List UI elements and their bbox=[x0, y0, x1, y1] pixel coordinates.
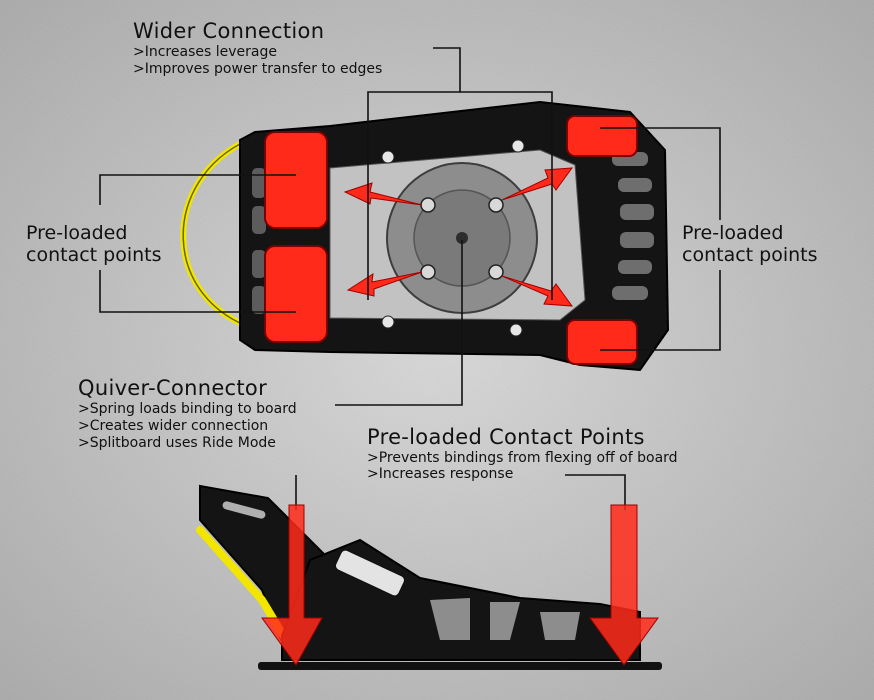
right-contact-pad-bottom bbox=[566, 319, 638, 365]
preloaded-contact-points-title: Pre-loaded Contact Points bbox=[367, 425, 645, 449]
right-contact-label-line2: contact points bbox=[682, 244, 818, 266]
preloaded-contact-points-point-1: >Prevents bindings from flexing off of b… bbox=[367, 450, 678, 466]
right-contact-pad-top bbox=[566, 115, 638, 157]
disc-screws bbox=[420, 197, 504, 280]
left-contact-label-line2: contact points bbox=[26, 244, 162, 266]
binding-top-view bbox=[180, 100, 670, 372]
quiver-connector-point-3: >Splitboard uses Ride Mode bbox=[78, 435, 276, 451]
connector-arrows bbox=[343, 167, 574, 307]
quiver-connector-point-1: >Spring loads binding to board bbox=[78, 401, 297, 417]
quiver-connector-title: Quiver-Connector bbox=[78, 376, 268, 400]
board-base bbox=[258, 662, 662, 670]
wider-connection-title: Wider Connection bbox=[133, 19, 325, 43]
quiver-connector-point-2: >Creates wider connection bbox=[78, 418, 269, 434]
preloaded-contact-points-point-2: >Increases response bbox=[367, 466, 514, 482]
left-contact-label-line1: Pre-loaded bbox=[26, 222, 128, 244]
frame-bolts bbox=[381, 139, 525, 337]
left-contact-pad-top bbox=[264, 131, 328, 229]
contact-arrows bbox=[261, 504, 659, 666]
logo-plate bbox=[334, 549, 406, 597]
wider-connection-point-2: >Improves power transfer to edges bbox=[133, 61, 383, 77]
right-contact-label-line1: Pre-loaded bbox=[682, 222, 784, 244]
callout-lines bbox=[99, 47, 721, 510]
wider-connection-point-1: >Increases leverage bbox=[133, 44, 277, 60]
left-contact-pad-bottom bbox=[264, 245, 328, 343]
binding-side-view bbox=[196, 484, 662, 670]
